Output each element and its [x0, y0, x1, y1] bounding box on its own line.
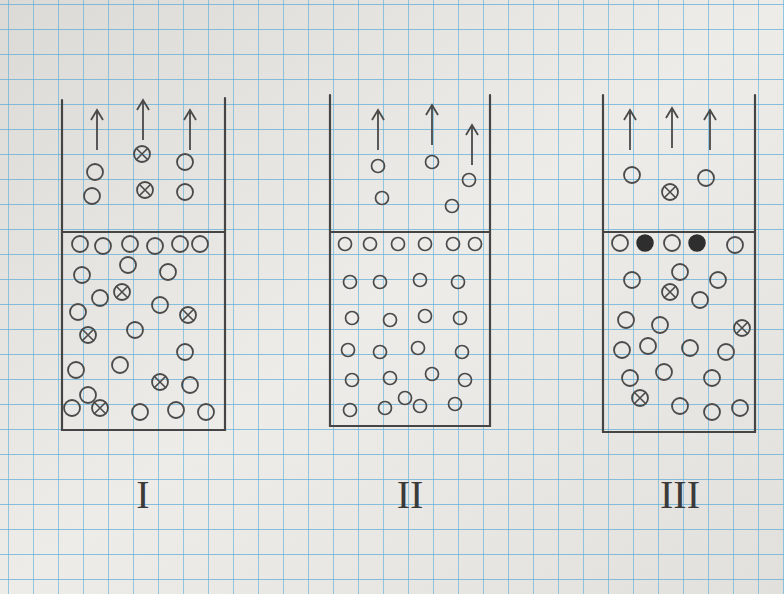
container-label: I — [136, 475, 149, 515]
container-label: III — [660, 475, 700, 515]
container-label: II — [397, 475, 424, 515]
